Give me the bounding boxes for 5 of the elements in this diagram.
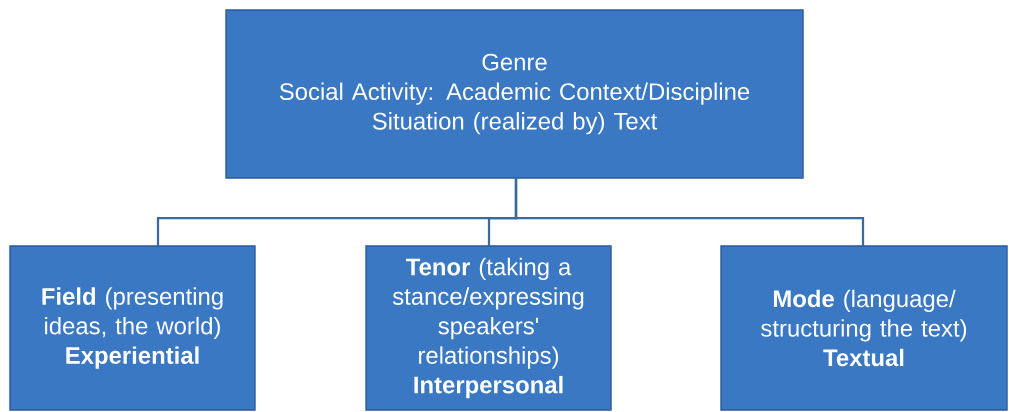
- text-box: Genre Social Activity: Academic Context/Discipline Situation (realized by) Text: [225, 9, 804, 179]
- text-box: Field (presenting ideas, the world) Experiential: [9, 245, 256, 411]
- text-box: Mode (language/ structuring the text) Textual: [720, 245, 1008, 411]
- connector-line: [514, 178, 865, 246]
- text-box: Tenor (taking a stance/expressing speakers' relationships) Interpersonal: [365, 245, 612, 411]
